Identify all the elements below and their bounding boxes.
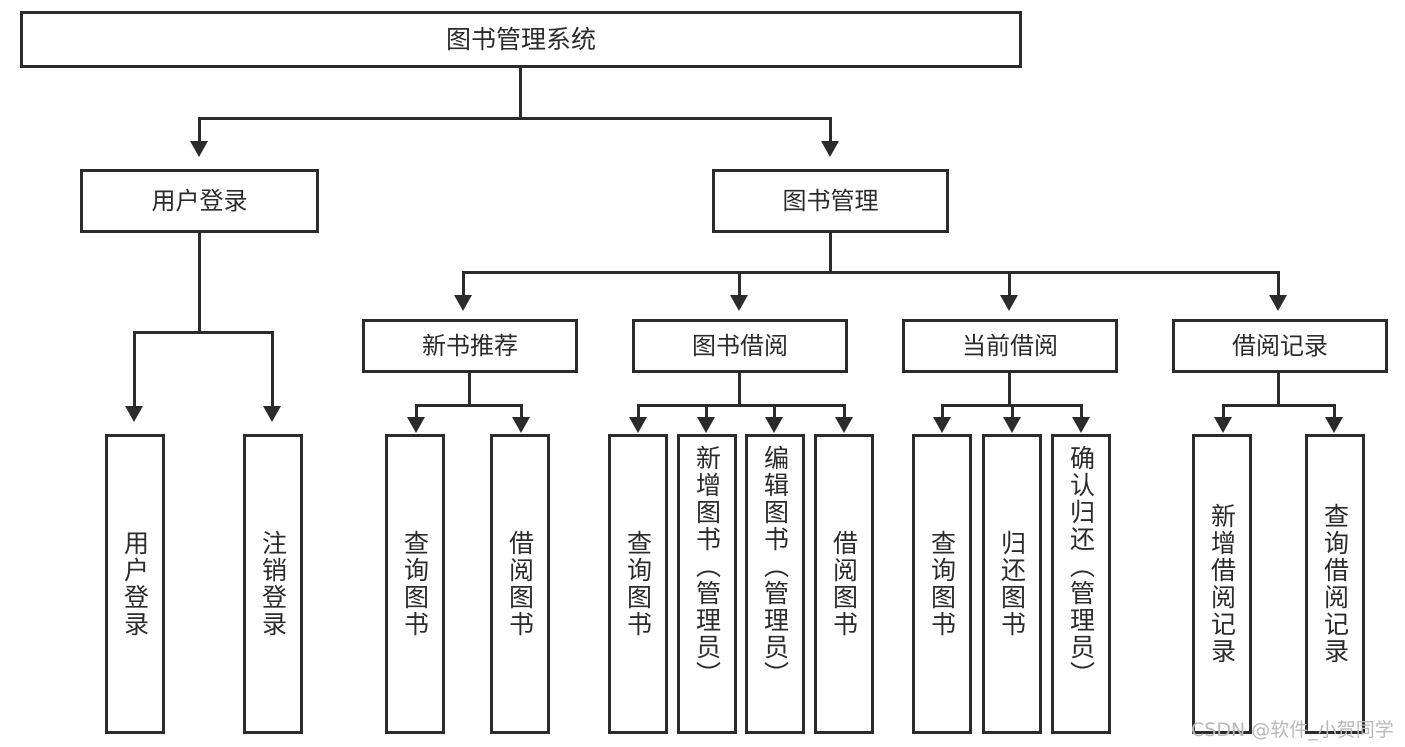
arrow-to-leaf-add-record [1214, 417, 1232, 433]
arrow-to-leaf-return-book [1003, 417, 1021, 433]
connector-recommend-stem [468, 373, 471, 405]
connector-bookmgmt-bus [462, 271, 1280, 274]
arrow-to-borrow-record [1269, 295, 1287, 311]
connector-record-drop-2 [1333, 404, 1336, 418]
arrow-to-current-borrow [1000, 295, 1018, 311]
node-label: 借阅记录 [1232, 331, 1328, 360]
leaf-query-book-recommend[interactable]: 查询图书 [385, 434, 445, 734]
connector-borrow-drop-4 [843, 404, 846, 418]
node-book-management[interactable]: 图书管理 [712, 169, 949, 233]
leaf-label: 注销登录 [258, 530, 288, 638]
leaf-label: 借阅图书 [505, 530, 535, 638]
connector-bookmgmt-stem [829, 233, 832, 272]
leaf-label: 查询图书 [400, 530, 430, 638]
leaf-add-borrow-record[interactable]: 新增借阅记录 [1192, 434, 1252, 734]
arrow-to-leaf-edit-book [765, 417, 783, 433]
node-label: 用户登录 [151, 186, 248, 215]
connector-borrow-drop-2 [705, 404, 708, 418]
connector-current-drop-1 [941, 404, 944, 418]
node-label: 新书推荐 [422, 331, 518, 360]
connector-bookmgmt-drop-3 [1008, 271, 1011, 296]
leaf-label: 新增图书（管理员） [692, 445, 722, 688]
leaf-borrow-book-recommend[interactable]: 借阅图书 [490, 434, 550, 734]
connector-borrow-stem [738, 373, 741, 405]
leaf-label: 查询借阅记录 [1320, 503, 1350, 665]
node-label: 图书借阅 [692, 331, 788, 360]
connector-root-to-bookmgmt [829, 117, 832, 142]
arrow-to-leaf-query-record [1325, 417, 1343, 433]
connector-login-bus [133, 331, 271, 334]
leaf-edit-book[interactable]: 编辑图书（管理员） [745, 434, 805, 734]
leaf-label: 归还图书 [997, 530, 1027, 638]
leaf-user-login[interactable]: 用户登录 [105, 434, 165, 734]
leaf-borrow-book[interactable]: 借阅图书 [814, 434, 874, 734]
node-new-book-recommend[interactable]: 新书推荐 [362, 319, 578, 373]
node-label: 当前借阅 [962, 331, 1058, 360]
leaf-label: 查询图书 [927, 530, 957, 638]
connector-record-bus [1222, 404, 1336, 407]
arrow-to-new-book-recommend [454, 295, 472, 311]
leaf-label: 查询图书 [623, 530, 653, 638]
leaf-label: 编辑图书（管理员） [760, 445, 790, 688]
leaf-label: 确认归还（管理员） [1066, 445, 1096, 688]
connector-recommend-drop-1 [415, 404, 418, 418]
leaf-add-book[interactable]: 新增图书（管理员） [677, 434, 737, 734]
connector-bookmgmt-drop-4 [1277, 271, 1280, 296]
connector-borrow-bus [637, 404, 846, 407]
node-book-borrow[interactable]: 图书借阅 [632, 319, 848, 373]
connector-login-right-drop [271, 331, 274, 407]
arrow-to-leaf-borrow-book-2 [835, 417, 853, 433]
node-label: 图书管理系统 [445, 24, 596, 54]
arrow-to-leaf-add-book [697, 417, 715, 433]
leaf-label: 新增借阅记录 [1207, 503, 1237, 665]
leaf-label: 借阅图书 [829, 530, 859, 638]
connector-record-drop-1 [1222, 404, 1225, 418]
connector-root-bus [198, 117, 832, 120]
arrow-to-book-borrow [730, 295, 748, 311]
connector-root-to-login [198, 117, 201, 142]
arrow-to-book-management [821, 141, 839, 157]
node-root-system[interactable]: 图书管理系统 [20, 11, 1022, 68]
connector-current-drop-3 [1080, 404, 1083, 418]
leaf-label: 用户登录 [120, 530, 150, 638]
leaf-confirm-return[interactable]: 确认归还（管理员） [1051, 434, 1111, 734]
connector-current-drop-2 [1011, 404, 1014, 418]
leaf-query-book-current[interactable]: 查询图书 [912, 434, 972, 734]
leaf-query-book-borrow[interactable]: 查询图书 [608, 434, 668, 734]
connector-current-stem [1008, 373, 1011, 405]
connector-recommend-drop-2 [520, 404, 523, 418]
connector-login-left-drop [133, 331, 136, 407]
watermark-csdn: CSDN @软件_小贺同学 [1191, 719, 1394, 741]
connector-borrow-drop-3 [773, 404, 776, 418]
leaf-return-book[interactable]: 归还图书 [982, 434, 1042, 734]
leaf-logout[interactable]: 注销登录 [243, 434, 303, 734]
arrow-to-leaf-query-book-1 [407, 417, 425, 433]
connector-bookmgmt-drop-1 [462, 271, 465, 296]
arrow-to-leaf-query-book-3 [933, 417, 951, 433]
leaf-query-borrow-record[interactable]: 查询借阅记录 [1305, 434, 1365, 734]
connector-bookmgmt-drop-2 [738, 271, 741, 296]
arrow-to-leaf-confirm-return [1072, 417, 1090, 433]
node-user-login[interactable]: 用户登录 [80, 169, 319, 233]
connector-login-stem [198, 233, 201, 332]
arrow-to-leaf-borrow-book-1 [512, 417, 530, 433]
connector-recommend-bus [415, 404, 523, 407]
connector-record-stem [1277, 373, 1280, 405]
connector-root-stem [519, 68, 522, 118]
connector-borrow-drop-1 [637, 404, 640, 418]
node-borrow-record[interactable]: 借阅记录 [1172, 319, 1388, 373]
node-label: 图书管理 [782, 186, 879, 215]
node-current-borrow[interactable]: 当前借阅 [902, 319, 1118, 373]
arrow-to-user-login [190, 141, 208, 157]
arrow-to-leaf-logout [263, 406, 281, 422]
arrow-to-leaf-user-login [125, 406, 143, 422]
arrow-to-leaf-query-book-2 [629, 417, 647, 433]
